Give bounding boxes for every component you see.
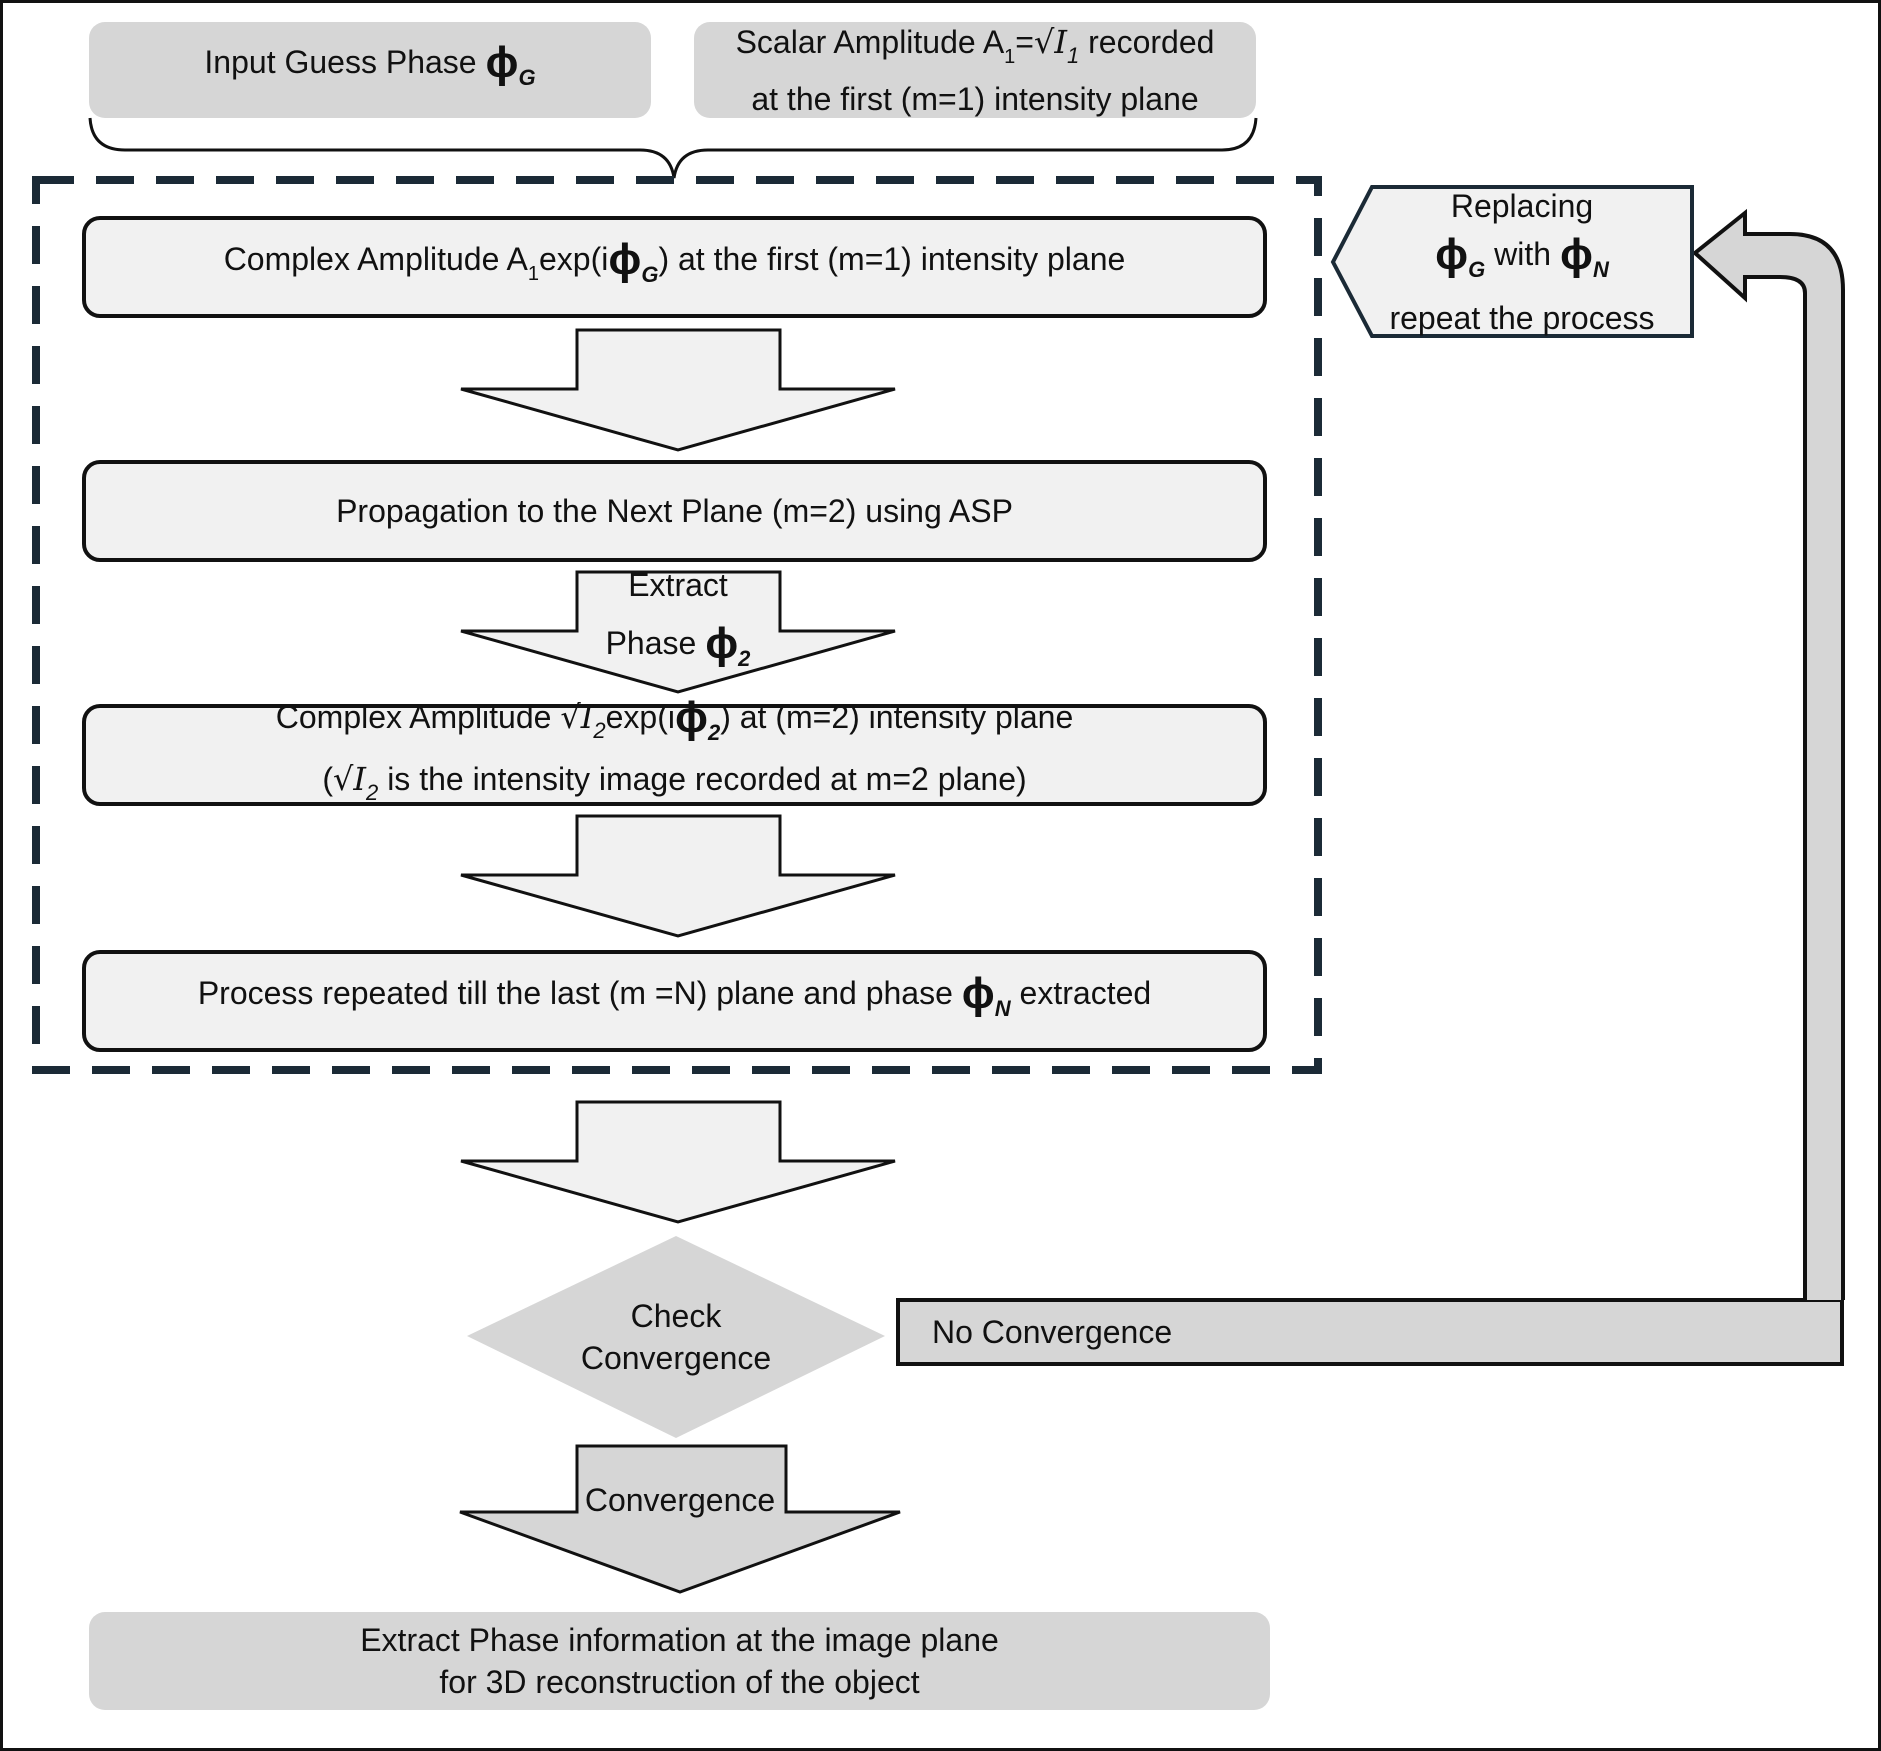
check-convergence-diamond — [467, 1236, 885, 1438]
step1-label: Complex Amplitude A — [223, 241, 528, 277]
step4-label: Process repeated till the last (m =N) pl… — [197, 975, 953, 1011]
output-line1: Extract Phase information at the image p… — [360, 1622, 999, 1658]
equals-sign: = — [1015, 23, 1034, 60]
output-box: Extract Phase information at the image p… — [89, 1612, 1270, 1710]
input-guess-phase-text: Input Guess Phase ϕG — [204, 41, 535, 99]
check-convergence-text: Check Convergence — [526, 1292, 826, 1382]
no-convergence-label: No Convergence — [932, 1310, 1232, 1354]
scalar-amplitude-line1: Scalar Amplitude A1=√I1 recorded — [736, 21, 1215, 78]
phi-subscript: G — [641, 262, 659, 287]
no-convergence-text: No Convergence — [932, 1314, 1173, 1350]
step-complex-amplitude-2: Complex Amplitude √I2exp(iϕ2) at (m=2) i… — [82, 695, 1267, 806]
grouping-brace — [88, 117, 1258, 179]
convergence-text: Convergence — [584, 1482, 776, 1518]
down-arrow-2 — [460, 814, 896, 938]
scalar-amplitude-box: Scalar Amplitude A1=√I1 recorded at the … — [694, 22, 1256, 118]
phi-symbol: ϕ — [608, 235, 642, 284]
feedback-arrow — [896, 1298, 1844, 1366]
phi-symbol: ϕ — [1435, 230, 1469, 279]
scalar-amplitude-line2: at the first (m=1) intensity plane — [751, 80, 1199, 117]
recorded-text: recorded — [1088, 23, 1215, 60]
intensity-symbol: I — [580, 698, 594, 736]
step3-line2: (√I2 is the intensity image recorded at … — [322, 756, 1026, 816]
convergence-arrow — [459, 1444, 901, 1594]
step-process-repeated: Process repeated till the last (m =N) pl… — [82, 950, 1267, 1052]
step2-text: Propagation to the Next Plane (m=2) usin… — [336, 493, 1013, 529]
convergence-label: Convergence — [570, 1478, 790, 1522]
with-word: with — [1494, 236, 1552, 272]
phi-symbol: ϕ — [1559, 230, 1593, 279]
output-line2: for 3D reconstruction of the object — [439, 1664, 920, 1700]
step3-exp: exp(i — [605, 699, 675, 735]
step3-suffix: ) at (m=2) intensity plane — [720, 699, 1074, 735]
down-arrow-extract — [460, 570, 896, 694]
step1-exp: exp(i — [538, 241, 609, 277]
phi-symbol: ϕ — [705, 619, 739, 668]
replacing-line2: ϕG with ϕN — [1435, 230, 1609, 294]
phi-subscript: G — [518, 65, 536, 90]
phi-symbol: ϕ — [674, 693, 708, 742]
repeat-text: repeat the process — [1389, 300, 1655, 336]
phi-subscript: G — [1468, 257, 1486, 282]
extract-phase-label: Extract Phase ϕ2 — [580, 567, 776, 672]
intensity-subscript: 2 — [366, 780, 379, 805]
sqrt-symbol: √ — [333, 760, 354, 798]
intensity-subscript: 2 — [593, 718, 606, 743]
input-guess-phase-box: Input Guess Phase ϕG — [89, 22, 651, 118]
step3-label: Complex Amplitude — [275, 699, 552, 735]
replacing-text: Replacing ϕG with ϕN repeat the process — [1362, 188, 1682, 336]
replacing-word: Replacing — [1450, 188, 1594, 224]
convergence-word: Convergence — [580, 1340, 772, 1376]
intensity-symbol: I — [353, 760, 367, 798]
step1-subscript: 1 — [527, 263, 539, 285]
sqrt-symbol: √ — [560, 698, 581, 736]
feedback-riser — [1691, 208, 1845, 1300]
phi-subscript: N — [994, 996, 1011, 1021]
extract-phase-word: Phase — [605, 625, 697, 661]
step1-text: Complex Amplitude A1exp(iϕG) at the firs… — [224, 238, 1126, 296]
intensity-subscript: 1 — [1067, 42, 1080, 68]
sqrt-symbol: √ — [1033, 22, 1055, 61]
replacing-box — [1330, 185, 1694, 338]
scalar-amp-label: Scalar Amplitude A — [735, 23, 1005, 60]
step3-line2-text: is the intensity image recorded at m=2 p… — [387, 761, 1027, 797]
step3-line1: Complex Amplitude √I2exp(iϕ2) at (m=2) i… — [276, 694, 1074, 756]
input-guess-phase-label: Input Guess Phase — [204, 44, 477, 80]
step4-suffix: extracted — [1019, 975, 1152, 1011]
phi-subscript: 2 — [707, 720, 721, 745]
intensity-symbol: I — [1054, 22, 1067, 61]
amp-subscript: 1 — [1004, 45, 1016, 68]
down-arrow-3 — [460, 1100, 896, 1224]
phi-subscript: 2 — [738, 646, 751, 671]
extract-line2: Phase ϕ2 — [606, 614, 751, 688]
phi-symbol: ϕ — [961, 969, 995, 1018]
phi-subscript: N — [1592, 257, 1609, 282]
phi-symbol: ϕ — [485, 38, 519, 87]
down-arrow-1 — [460, 328, 896, 452]
step-propagation: Propagation to the Next Plane (m=2) usin… — [82, 460, 1267, 562]
step-complex-amplitude-1: Complex Amplitude A1exp(iϕG) at the firs… — [82, 216, 1267, 318]
extract-line1: Extract — [628, 567, 728, 603]
step1-suffix: ) at the first (m=1) intensity plane — [658, 241, 1126, 277]
step4-text: Process repeated till the last (m =N) pl… — [198, 972, 1151, 1030]
check-word: Check — [630, 1298, 722, 1334]
open-paren: ( — [322, 761, 334, 797]
